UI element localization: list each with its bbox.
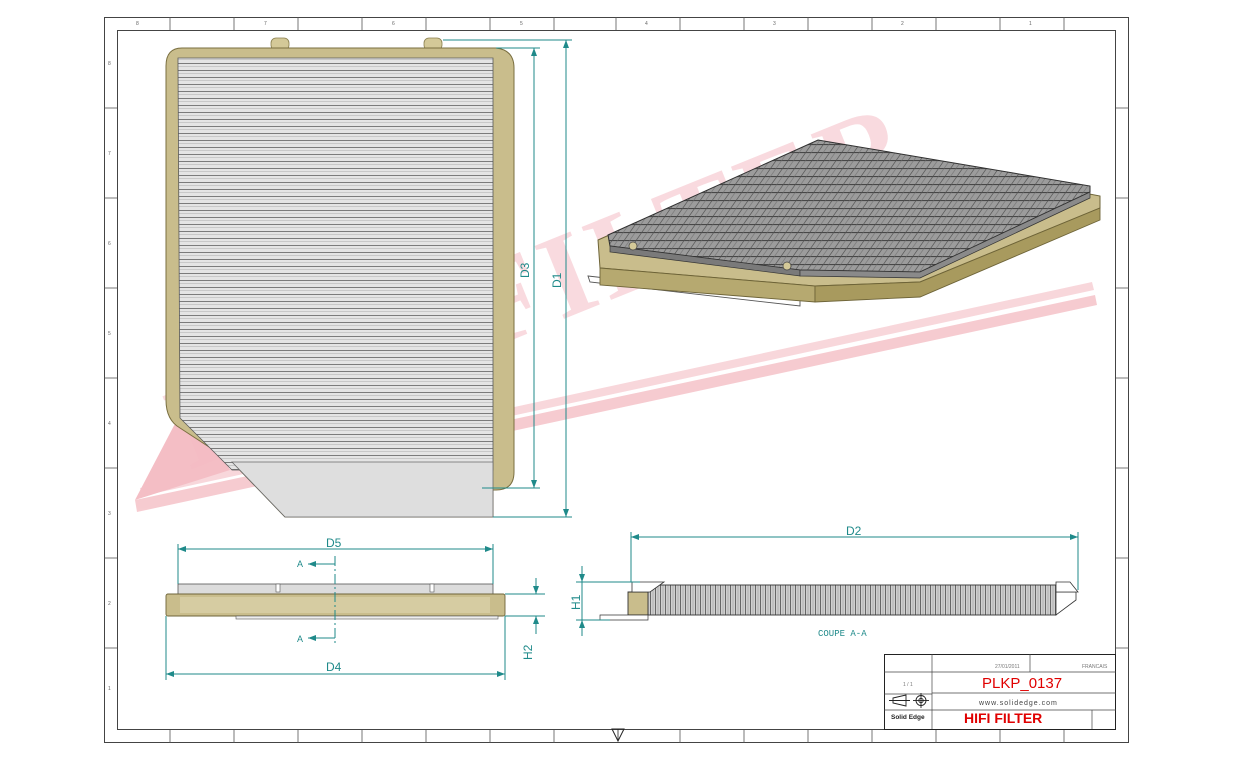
title-block <box>884 654 1116 730</box>
zone-labels: 8 7 6 5 4 3 2 1 8 7 6 5 4 3 2 1 <box>108 21 1032 692</box>
top-view-tab-left <box>275 583 281 593</box>
dimension-d2-h1 <box>576 532 1079 636</box>
zone-top-8: 8 <box>136 21 139 27</box>
section-lip-left <box>631 581 666 593</box>
zone-side-7: 7 <box>108 151 111 157</box>
title-language: FRANCAIS <box>1082 664 1108 670</box>
projection-method-icon <box>889 693 929 708</box>
zone-top-5: 5 <box>520 21 523 27</box>
title-date: 27/01/2011 <box>995 664 1020 670</box>
section-lip-right <box>1055 581 1079 593</box>
zone-side-4: 4 <box>108 421 111 427</box>
zone-top-2: 2 <box>901 21 904 27</box>
section-caption: COUPE A-A <box>818 629 867 639</box>
dim-label-h2: H2 <box>521 644 535 660</box>
dim-label-d1: D1 <box>550 272 564 288</box>
section-pleats <box>647 584 1057 616</box>
zone-top-1: 1 <box>1029 21 1032 27</box>
zone-side-1: 1 <box>108 686 111 692</box>
title-company: HIFI FILTER <box>964 710 1042 726</box>
zone-ticks <box>104 17 1129 743</box>
zone-top-6: 6 <box>392 21 395 27</box>
section-view <box>599 581 1079 621</box>
dim-label-h1: H1 <box>569 594 583 610</box>
iso-tab-left <box>628 241 638 251</box>
title-website: www.solidedge.com <box>978 700 1058 707</box>
top-view <box>165 556 506 645</box>
front-pleat-pack <box>177 57 494 471</box>
section-marker-bottom: A <box>297 634 303 644</box>
dim-label-d2: D2 <box>846 524 862 538</box>
top-view-tab-right <box>429 583 435 593</box>
dimension-d5-d4-h2 <box>165 544 545 680</box>
dim-label-d5: D5 <box>326 536 342 550</box>
iso-grid-lip-right <box>799 191 1091 279</box>
section-flap-left <box>599 614 649 621</box>
zone-side-2: 2 <box>108 601 111 607</box>
front-lower-panel <box>231 461 494 518</box>
zone-side-8: 8 <box>108 61 111 67</box>
sheet-outer-border <box>104 17 1129 743</box>
section-frame-left <box>627 591 649 616</box>
zone-side-3: 3 <box>108 511 111 517</box>
zone-top-3: 3 <box>773 21 776 27</box>
front-view <box>165 37 515 518</box>
watermark-triangle <box>135 395 230 500</box>
iso-tab-right <box>782 261 792 271</box>
iso-frame-side-right <box>814 207 1101 303</box>
zone-top-7: 7 <box>264 21 267 27</box>
section-frame-right <box>1055 591 1077 616</box>
title-sheet: 1 / 1 <box>903 682 913 688</box>
title-part-number: PLKP_0137 <box>982 675 1062 692</box>
projection-symbol <box>611 728 625 743</box>
top-view-bottom-sheet <box>235 615 499 620</box>
dimension-d3-d1 <box>443 39 572 518</box>
isometric-view <box>587 139 1101 307</box>
dim-label-d4: D4 <box>326 660 342 674</box>
dim-label-d3: D3 <box>518 262 532 278</box>
title-software: Solid Edge <box>891 714 925 721</box>
section-marker-top: A <box>297 559 303 569</box>
zone-side-5: 5 <box>108 331 111 337</box>
zone-top-4: 4 <box>645 21 648 27</box>
zone-side-6: 6 <box>108 241 111 247</box>
